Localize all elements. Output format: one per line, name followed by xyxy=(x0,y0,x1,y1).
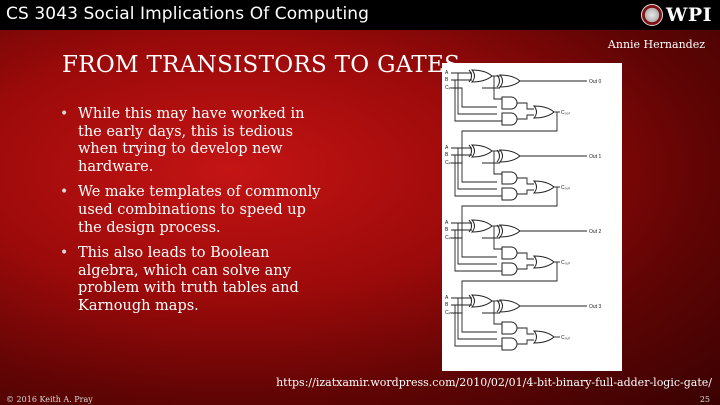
and-gate xyxy=(501,321,518,335)
and-gate xyxy=(501,171,518,185)
bullet-text: This also leads to Boolean algebra, whic… xyxy=(78,245,299,314)
input-label-a: A xyxy=(445,70,449,76)
xor-gate-curve xyxy=(496,224,500,238)
wire xyxy=(457,298,497,340)
input-label-b: B xyxy=(445,302,449,308)
and-gate xyxy=(501,187,518,201)
xor-gate xyxy=(470,69,493,83)
bullet-dot-icon: • xyxy=(60,245,69,262)
wire xyxy=(454,155,502,197)
and-gate xyxy=(501,96,518,110)
and-gate xyxy=(501,262,518,276)
xor-gate xyxy=(498,149,521,163)
wire xyxy=(493,151,502,175)
xor-gate-curve xyxy=(468,144,472,158)
bullet-dot-icon: • xyxy=(60,184,69,201)
wire xyxy=(461,187,558,238)
wire xyxy=(451,162,497,183)
wire xyxy=(517,189,534,195)
input-label-a: A xyxy=(445,220,449,226)
input-label-cin: Cᵢₙ xyxy=(445,160,451,166)
bullet-list: • While this may have worked in the earl… xyxy=(60,106,330,324)
xor-gate-curve xyxy=(496,149,500,163)
wire xyxy=(457,148,497,190)
presenter-name: Annie Hernandez xyxy=(607,38,705,51)
carry-output-label: C₀ᵤₜ xyxy=(561,185,571,191)
xor-gate xyxy=(498,74,521,88)
course-title: CS 3043 Social Implications Of Computing xyxy=(6,4,370,24)
copyright: © 2016 Keith A. Pray xyxy=(6,395,93,404)
header-bar: CS 3043 Social Implications Of Computing… xyxy=(0,0,720,30)
slide-title: FROM TRANSISTORS TO GATES xyxy=(62,52,461,78)
input-label-cin: Cᵢₙ xyxy=(445,235,451,241)
xor-gate xyxy=(470,144,493,158)
wpi-logo-text: WPI xyxy=(665,4,712,26)
wire xyxy=(517,327,534,335)
wire xyxy=(454,305,502,347)
input-label-a: A xyxy=(445,295,449,301)
wire xyxy=(517,252,534,260)
input-label-b: B xyxy=(445,227,449,233)
wire xyxy=(517,264,534,270)
wire xyxy=(457,73,497,115)
sum-output-label: Out 1 xyxy=(589,154,601,160)
wire xyxy=(461,262,558,313)
bullet-item: • We make templates of commonly used com… xyxy=(60,184,330,237)
and-gate xyxy=(501,112,518,126)
input-label-a: A xyxy=(445,145,449,151)
input-label-cin: Cᵢₙ xyxy=(445,85,451,91)
sum-output-label: Out 0 xyxy=(589,79,601,85)
bullet-text: We make templates of commonly used combi… xyxy=(78,184,321,236)
wpi-logo: WPI xyxy=(640,3,712,27)
bullet-item: • While this may have worked in the earl… xyxy=(60,106,330,176)
bullet-item: • This also leads to Boolean algebra, wh… xyxy=(60,245,330,315)
source-url: https://izatxamir.wordpress.com/2010/02/… xyxy=(276,376,712,389)
wire xyxy=(493,76,502,100)
or-gate xyxy=(532,105,555,119)
carry-output-label: C₀₀ₜ xyxy=(561,110,571,116)
and-gate xyxy=(501,246,518,260)
wire xyxy=(451,87,497,108)
or-gate xyxy=(532,255,555,269)
wire xyxy=(493,226,502,250)
input-label-cin: Cᵢₙ xyxy=(445,310,451,316)
or-gate xyxy=(532,180,555,194)
wire xyxy=(457,223,497,265)
xor-gate-curve xyxy=(468,219,472,233)
xor-gate-curve xyxy=(496,74,500,88)
input-label-b: B xyxy=(445,77,449,83)
wire xyxy=(517,114,534,120)
xor-gate-curve xyxy=(468,69,472,83)
wire xyxy=(517,177,534,185)
wire xyxy=(517,102,534,110)
sum-output-label: Out 2 xyxy=(589,229,601,235)
and-gate xyxy=(501,337,518,351)
wpi-seal-icon xyxy=(640,4,663,26)
xor-gate xyxy=(498,224,521,238)
wire xyxy=(517,339,534,345)
bullet-text: While this may have worked in the early … xyxy=(78,106,305,175)
input-label-b: B xyxy=(445,152,449,158)
xor-gate xyxy=(470,294,493,308)
xor-gate xyxy=(498,299,521,313)
page-number: 25 xyxy=(699,395,710,404)
wire xyxy=(451,237,497,258)
xor-gate-curve xyxy=(496,299,500,313)
wire xyxy=(493,301,502,325)
sum-output-label: Out 3 xyxy=(589,304,601,310)
wire xyxy=(461,112,558,163)
carry-output-label: C₀ᵤₜ xyxy=(561,335,571,341)
xor-gate xyxy=(470,219,493,233)
wire xyxy=(454,80,502,122)
carry-output-label: C₀ᵤₜ xyxy=(561,260,571,266)
bullet-dot-icon: • xyxy=(60,106,69,122)
wire xyxy=(454,230,502,272)
xor-gate-curve xyxy=(468,294,472,308)
or-gate xyxy=(532,330,555,344)
wire xyxy=(451,312,497,333)
